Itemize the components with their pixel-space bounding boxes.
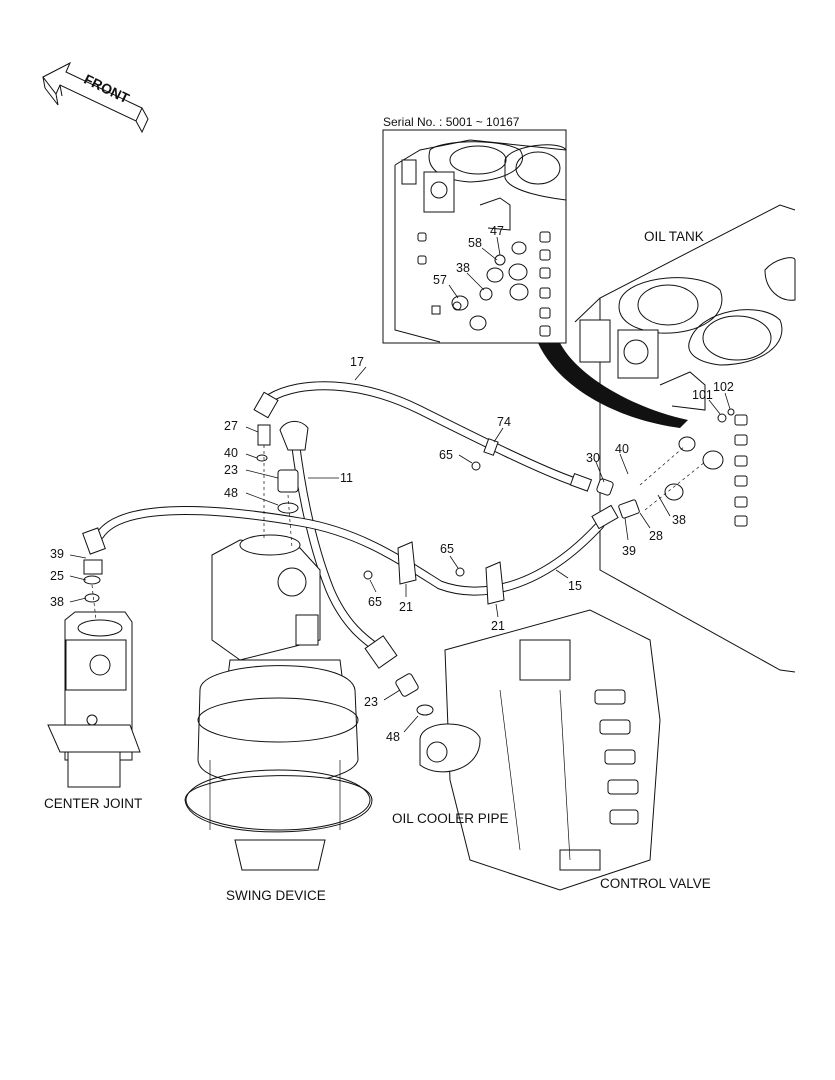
part-label-28: 28	[649, 529, 663, 543]
swing-fittings	[256, 424, 434, 716]
swing-device-label: SWING DEVICE	[226, 888, 326, 903]
clamps	[363, 461, 505, 605]
leader-lines	[69, 236, 731, 733]
part-labels: 17 74 27 40 23 11 48 65 30 40 39 25 38 6…	[50, 224, 734, 744]
part-label-23: 23	[364, 695, 378, 709]
assembly-lines	[91, 445, 706, 621]
center-joint-label: CENTER JOINT	[44, 796, 142, 811]
part-label-39: 39	[50, 547, 64, 561]
part-label-58: 58	[468, 236, 482, 250]
part-label-48: 48	[224, 486, 238, 500]
part-label-102: 102	[713, 380, 734, 394]
part-label-23: 23	[224, 463, 238, 477]
part-label-47: 47	[490, 224, 504, 238]
detail-callout-wedge	[538, 343, 688, 428]
part-label-25: 25	[50, 569, 64, 583]
serial-label: Serial No. : 5001 ~ 10167	[383, 115, 520, 129]
hose-17	[253, 381, 614, 496]
part-label-65: 65	[439, 448, 453, 462]
part-label-21: 21	[491, 619, 505, 633]
oil-tank	[574, 204, 796, 673]
part-label-65: 65	[368, 595, 382, 609]
part-label-38: 38	[50, 595, 64, 609]
part-label-101: 101	[692, 388, 713, 402]
oil-tank-label: OIL TANK	[644, 229, 704, 244]
part-label-17: 17	[350, 355, 364, 369]
part-label-40: 40	[615, 442, 629, 456]
part-label-65: 65	[440, 542, 454, 556]
part-label-39: 39	[622, 544, 636, 558]
serial-inset: Serial No. : 5001 ~ 10167	[382, 115, 567, 344]
control-valve	[419, 609, 661, 891]
part-label-40: 40	[224, 446, 238, 460]
part-label-21: 21	[399, 600, 413, 614]
front-arrow: FRONT	[42, 61, 149, 134]
hose-15	[82, 499, 640, 596]
part-label-57: 57	[433, 273, 447, 287]
part-label-38: 38	[456, 261, 470, 275]
swing-device	[184, 534, 373, 871]
part-label-27: 27	[224, 419, 238, 433]
part-label-30: 30	[586, 451, 600, 465]
component-labels: OIL TANK CENTER JOINT SWING DEVICE OIL C…	[44, 229, 711, 903]
oil-cooler-pipe-label: OIL COOLER PIPE	[392, 811, 509, 826]
part-label-11: 11	[340, 471, 353, 485]
hose-11	[279, 421, 398, 669]
part-label-38: 38	[672, 513, 686, 527]
control-valve-label: CONTROL VALVE	[600, 876, 711, 891]
part-label-74: 74	[497, 415, 511, 429]
center-joint	[47, 559, 141, 788]
part-label-48: 48	[386, 730, 400, 744]
part-label-15: 15	[568, 579, 582, 593]
inset-bolts	[417, 231, 551, 337]
